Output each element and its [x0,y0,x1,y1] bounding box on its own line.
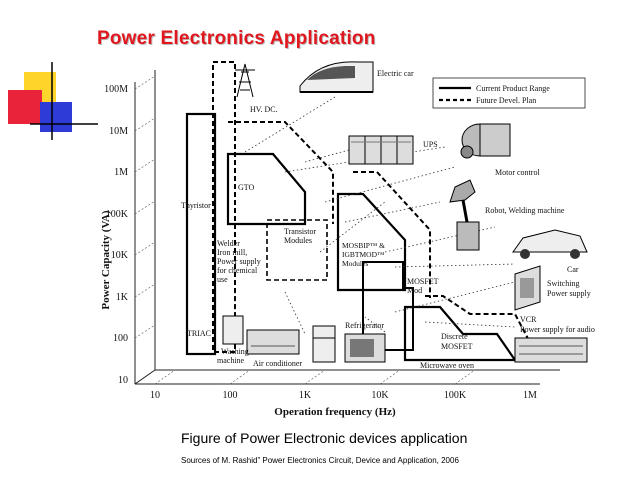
label-gto: GTO [238,183,255,192]
label-discrete: Discrete [441,332,468,341]
label-air-conditioner: Air conditioner [253,359,302,368]
label-welder-4: for chemical [217,266,258,275]
train-icon [299,61,374,93]
label-transistor-modules: Modules [284,236,312,245]
label-hvdc: HV. DC. [250,105,278,114]
legend: Current Product Range Future Devel. Plan [432,77,586,109]
x-tick-1M: 1M [523,390,537,401]
label-refrigerator: Refrigerator [345,321,384,330]
y-tick-1K: 1K [116,292,129,303]
y-tick-100K: 100K [106,209,129,220]
washing-machine-icon [222,315,244,345]
decorative-squares [8,62,98,140]
switching-power-supply-icon [514,265,541,311]
transistor-modules-region [266,219,328,281]
discrete-mosfet-region [403,305,518,362]
x-tick-100K: 100K [444,390,467,401]
motor-icon [460,123,511,159]
label-igbtmod: IGBTMOD™ [342,250,385,259]
gto-region [226,152,307,226]
label-discrete-mosfet: MOSFET [441,342,473,351]
label-washing: Washing [221,347,249,356]
label-switching: Switching [547,279,579,288]
label-mosbip: MOSBIP™ & [342,241,385,250]
car-icon [512,229,588,259]
label-welder-5: use [217,275,228,284]
deco-red-square [8,90,42,124]
ups-icon [348,135,414,165]
label-welder-2: Iron mill, [217,248,247,257]
label-triac: TRIAC [187,329,211,338]
label-car: Car [567,265,579,274]
label-vcr: VCR [520,315,537,324]
thyristor-future-region [212,61,236,353]
label-robot: Robot, Welding machine [485,206,565,215]
hvdc-tower-icon [235,63,255,98]
slide-title: Power Electronics Application [97,28,376,49]
igbt-future-region [353,171,431,298]
air-conditioner-icon [246,329,300,355]
y-tick-100M: 100M [104,84,128,95]
label-microwave: Microwave oven [420,361,474,370]
legend-current: Current Product Range [476,84,550,93]
x-tick-1K: 1K [299,390,312,401]
gto-future-region [228,121,334,224]
y-tick-1M: 1M [114,167,128,178]
label-motor-control: Motor control [495,168,540,177]
robot-icon [449,179,480,251]
label-switching-2: Power supply [547,289,591,298]
microwave-icon [344,333,386,363]
label-electric-car: Electric car [377,69,414,78]
label-transistor: Transistor [284,227,316,236]
plot-frame [134,70,560,385]
y-tick-10M: 10M [109,126,128,137]
power-electronics-diagram: Power Capacity (VA) 100M 10M 1M 100K 10K… [100,61,595,418]
label-mosfet-mod: MOSFET [407,277,439,286]
label-welder: Welder [217,239,240,248]
deco-blue-square [40,102,72,132]
y-axis-label: Power Capacity (VA) [100,210,112,310]
refrigerator-icon [312,325,336,363]
audio-icon [514,337,588,363]
y-tick-100: 100 [113,333,128,344]
label-modules: Modules [342,259,368,268]
discrete-future-region [425,295,536,353]
igbt-region [336,192,407,292]
x-tick-100: 100 [223,390,238,401]
x-tick-10K: 10K [371,390,389,401]
label-mosfet-mod-2: Mod [407,286,422,295]
figure-caption: Figure of Power Electronic devices appli… [181,430,468,446]
y-tick-10K: 10K [111,250,129,261]
figure-source: Sources of M. Rashid” Power Electronics … [181,456,459,465]
label-thyristor: Thyristor [181,201,211,210]
y-ticks: 100M 10M 1M 100K 10K 1K 100 10 [104,84,129,386]
label-ups: UPS [423,140,438,149]
x-axis-label: Operation frequency (Hz) [274,406,396,418]
label-welder-3: Power supply [217,257,261,266]
legend-future: Future Devel. Plan [476,96,536,105]
y-tick-10: 10 [118,375,128,386]
thyristor-region [185,112,217,356]
x-tick-10: 10 [150,390,160,401]
label-vcr-2: Power supply for audio [520,325,595,334]
label-washing-2: machine [217,356,245,365]
x-ticks: 10 100 1K 10K 100K 1M [150,390,537,401]
